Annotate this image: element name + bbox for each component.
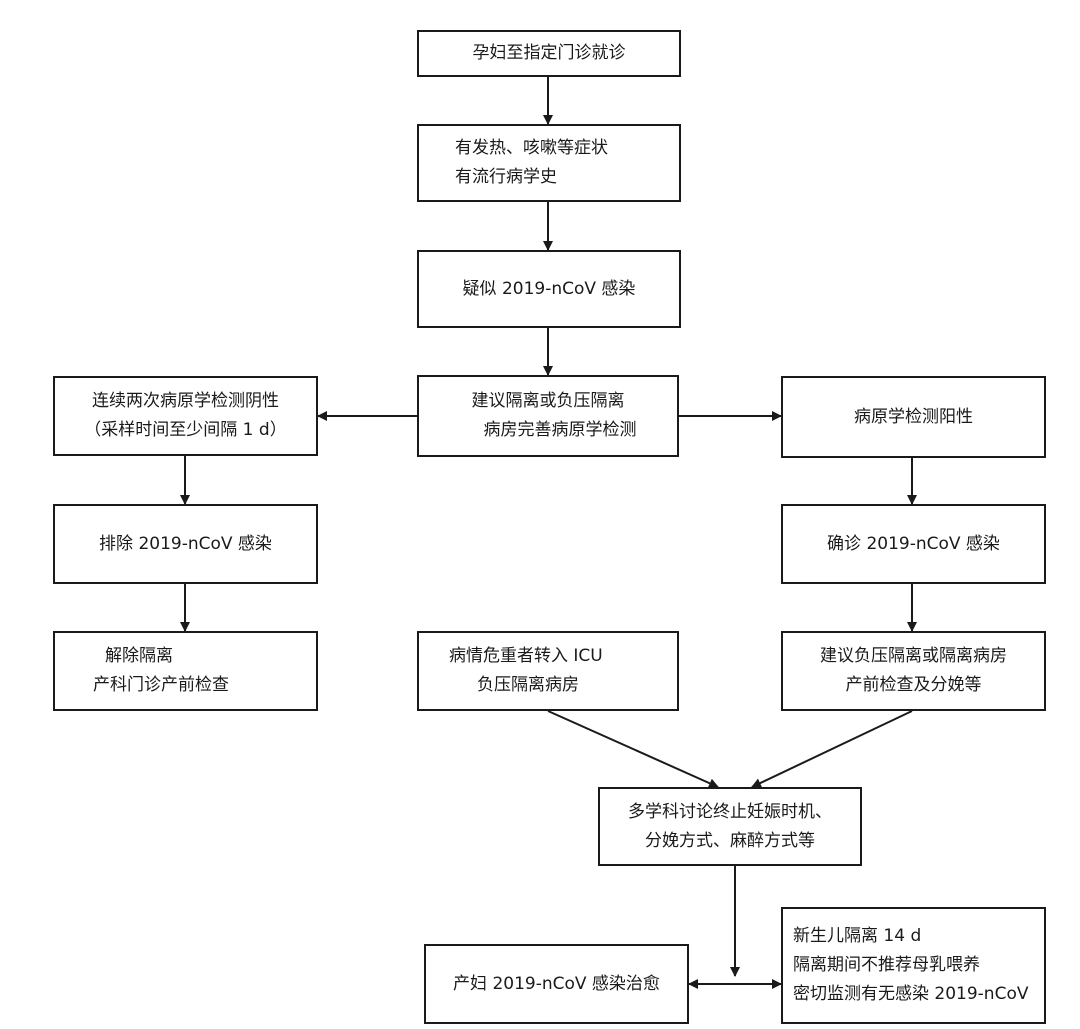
node-icu: 病情危重者转入 ICU 负压隔离病房 [417,631,679,711]
node-excluded: 排除 2019-nCoV 感染 [53,504,318,584]
node-mdt-line-2: 分娩方式、麻醉方式等 [645,830,815,851]
node-suspected: 疑似 2019-nCoV 感染 [417,250,681,328]
node-delivery: 建议负压隔离或隔离病房 产前检查及分娩等 [781,631,1046,711]
node-symptoms-line-1: 有发热、咳嗽等症状 [455,138,608,158]
node-isolation: 建议隔离或负压隔离 病房完善病原学检测 [417,375,679,457]
node-newborn-line-1: 新生儿隔离 14 d [793,926,922,946]
node-positive: 病原学检测阳性 [781,376,1046,458]
node-mdt-line-1: 多学科讨论终止妊娠时机、 [628,801,832,822]
node-isolation-line-2: 病房完善病原学检测 [483,420,637,440]
node-release: 解除隔离 产科门诊产前检查 [53,631,318,711]
node-symptoms-line-2: 有流行病学史 [455,167,557,187]
node-newborn-line-3: 密切监测有无感染 2019-nCoV [793,984,1029,1004]
node-delivery-line-1: 建议负压隔离或隔离病房 [820,646,1007,666]
node-recovery: 产妇 2019-nCoV 感染治愈 [424,944,689,1024]
node-positive-line-1: 病原学检测阳性 [854,406,973,427]
node-confirmed: 确诊 2019-nCoV 感染 [781,504,1046,584]
node-icu-line-2: 负压隔离病房 [477,675,579,695]
node-release-line-1: 解除隔离 [105,646,173,666]
node-confirmed-line-1: 确诊 2019-nCoV 感染 [827,533,1000,554]
node-release-line-2: 产科门诊产前检查 [93,675,229,695]
node-negative-line-2: （采样时间至少间隔 1 d） [84,420,287,440]
arrow-delivery-to-mdt [751,710,913,788]
node-delivery-line-2: 产前检查及分娩等 [845,675,982,695]
node-mdt: 多学科讨论终止妊娠时机、 分娩方式、麻醉方式等 [598,787,862,866]
node-visit-line-1: 孕妇至指定门诊就诊 [472,43,626,63]
node-excluded-line-1: 排除 2019-nCoV 感染 [99,533,272,554]
node-isolation-line-1: 建议隔离或负压隔离 [471,391,625,411]
node-negative-line-1: 连续两次病原学检测阴性 [92,391,279,411]
arrow-icu-to-mdt [547,710,719,788]
node-symptoms: 有发热、咳嗽等症状 有流行病学史 [417,124,681,202]
node-negative: 连续两次病原学检测阴性 （采样时间至少间隔 1 d） [53,376,318,456]
node-visit: 孕妇至指定门诊就诊 [417,30,681,77]
node-newborn: 新生儿隔离 14 d 隔离期间不推荐母乳喂养 密切监测有无感染 2019-nCo… [781,907,1046,1024]
node-suspected-line-1: 疑似 2019-nCoV 感染 [462,278,636,299]
node-newborn-line-2: 隔离期间不推荐母乳喂养 [793,955,980,975]
node-recovery-line-1: 产妇 2019-nCoV 感染治愈 [453,973,660,994]
node-icu-line-1: 病情危重者转入 ICU [449,646,603,666]
